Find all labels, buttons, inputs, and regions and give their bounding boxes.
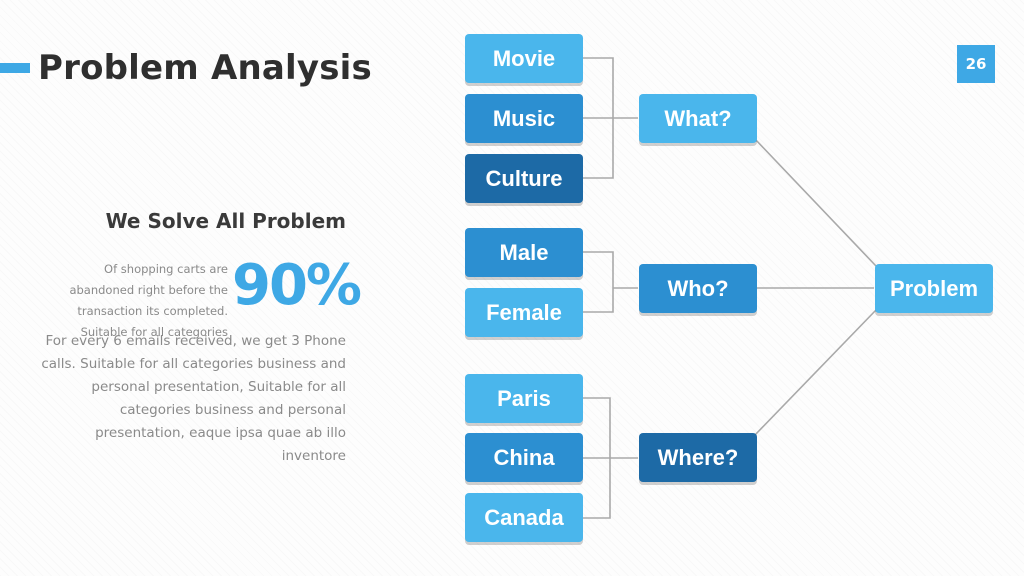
- node-who: Who?: [639, 264, 757, 313]
- node-movie: Movie: [465, 34, 583, 83]
- node-china: China: [465, 433, 583, 482]
- connector-paris: [583, 397, 611, 458]
- stat-value: 90%: [232, 253, 362, 318]
- node-female: Female: [465, 288, 583, 337]
- node-canada: Canada: [465, 493, 583, 542]
- connector-culture: [583, 118, 614, 179]
- body-paragraph: For every 6 emails received, we get 3 Ph…: [41, 333, 346, 464]
- node-music: Music: [465, 94, 583, 143]
- connector-male: [583, 251, 614, 288]
- page-number-badge: 26: [957, 45, 995, 83]
- connector-what-problem: [753, 137, 877, 267]
- node-what: What?: [639, 94, 757, 143]
- node-where: Where?: [639, 433, 757, 482]
- connector-female: [583, 288, 614, 313]
- stat-description: Of shopping carts are abandoned right be…: [69, 262, 228, 339]
- node-male: Male: [465, 228, 583, 277]
- node-culture: Culture: [465, 154, 583, 203]
- node-problem: Problem: [875, 264, 993, 313]
- connector-where-problem: [753, 309, 877, 437]
- page-title: Problem Analysis: [38, 48, 372, 88]
- connector-canada: [583, 458, 611, 519]
- title-accent-bar: [0, 63, 30, 73]
- connector-movie: [583, 57, 614, 118]
- section-subtitle: We Solve All Problem: [105, 209, 346, 233]
- node-paris: Paris: [465, 374, 583, 423]
